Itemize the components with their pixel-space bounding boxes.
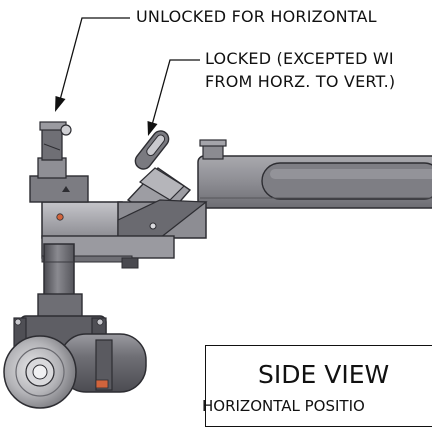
main-bracket: [41, 199, 208, 269]
leader-locked: [147, 59, 200, 136]
vertical-post: [43, 243, 75, 301]
view-label-box: SIDE VIEW HORIZONTAL POSITIO: [202, 345, 432, 427]
top-clamp: [29, 121, 89, 203]
roller-cylinder: [3, 333, 147, 409]
callout-unlocked: UNLOCKED FOR HORIZONTAL: [136, 7, 377, 26]
drawing-canvas: UNLOCKED FOR HORIZONTAL LOCKED (EXCEPTED…: [3, 7, 432, 427]
callout-locked-line1: LOCKED (EXCEPTED WI: [205, 49, 394, 68]
horizontal-arm: [197, 139, 432, 209]
view-subtitle: HORIZONTAL POSITIO: [202, 397, 365, 415]
mechanism-drawing: [3, 17, 432, 409]
view-title: SIDE VIEW: [258, 360, 390, 389]
callout-locked-line2: FROM HORZ. TO VERT.): [205, 72, 396, 91]
leader-unlocked: [55, 17, 130, 112]
